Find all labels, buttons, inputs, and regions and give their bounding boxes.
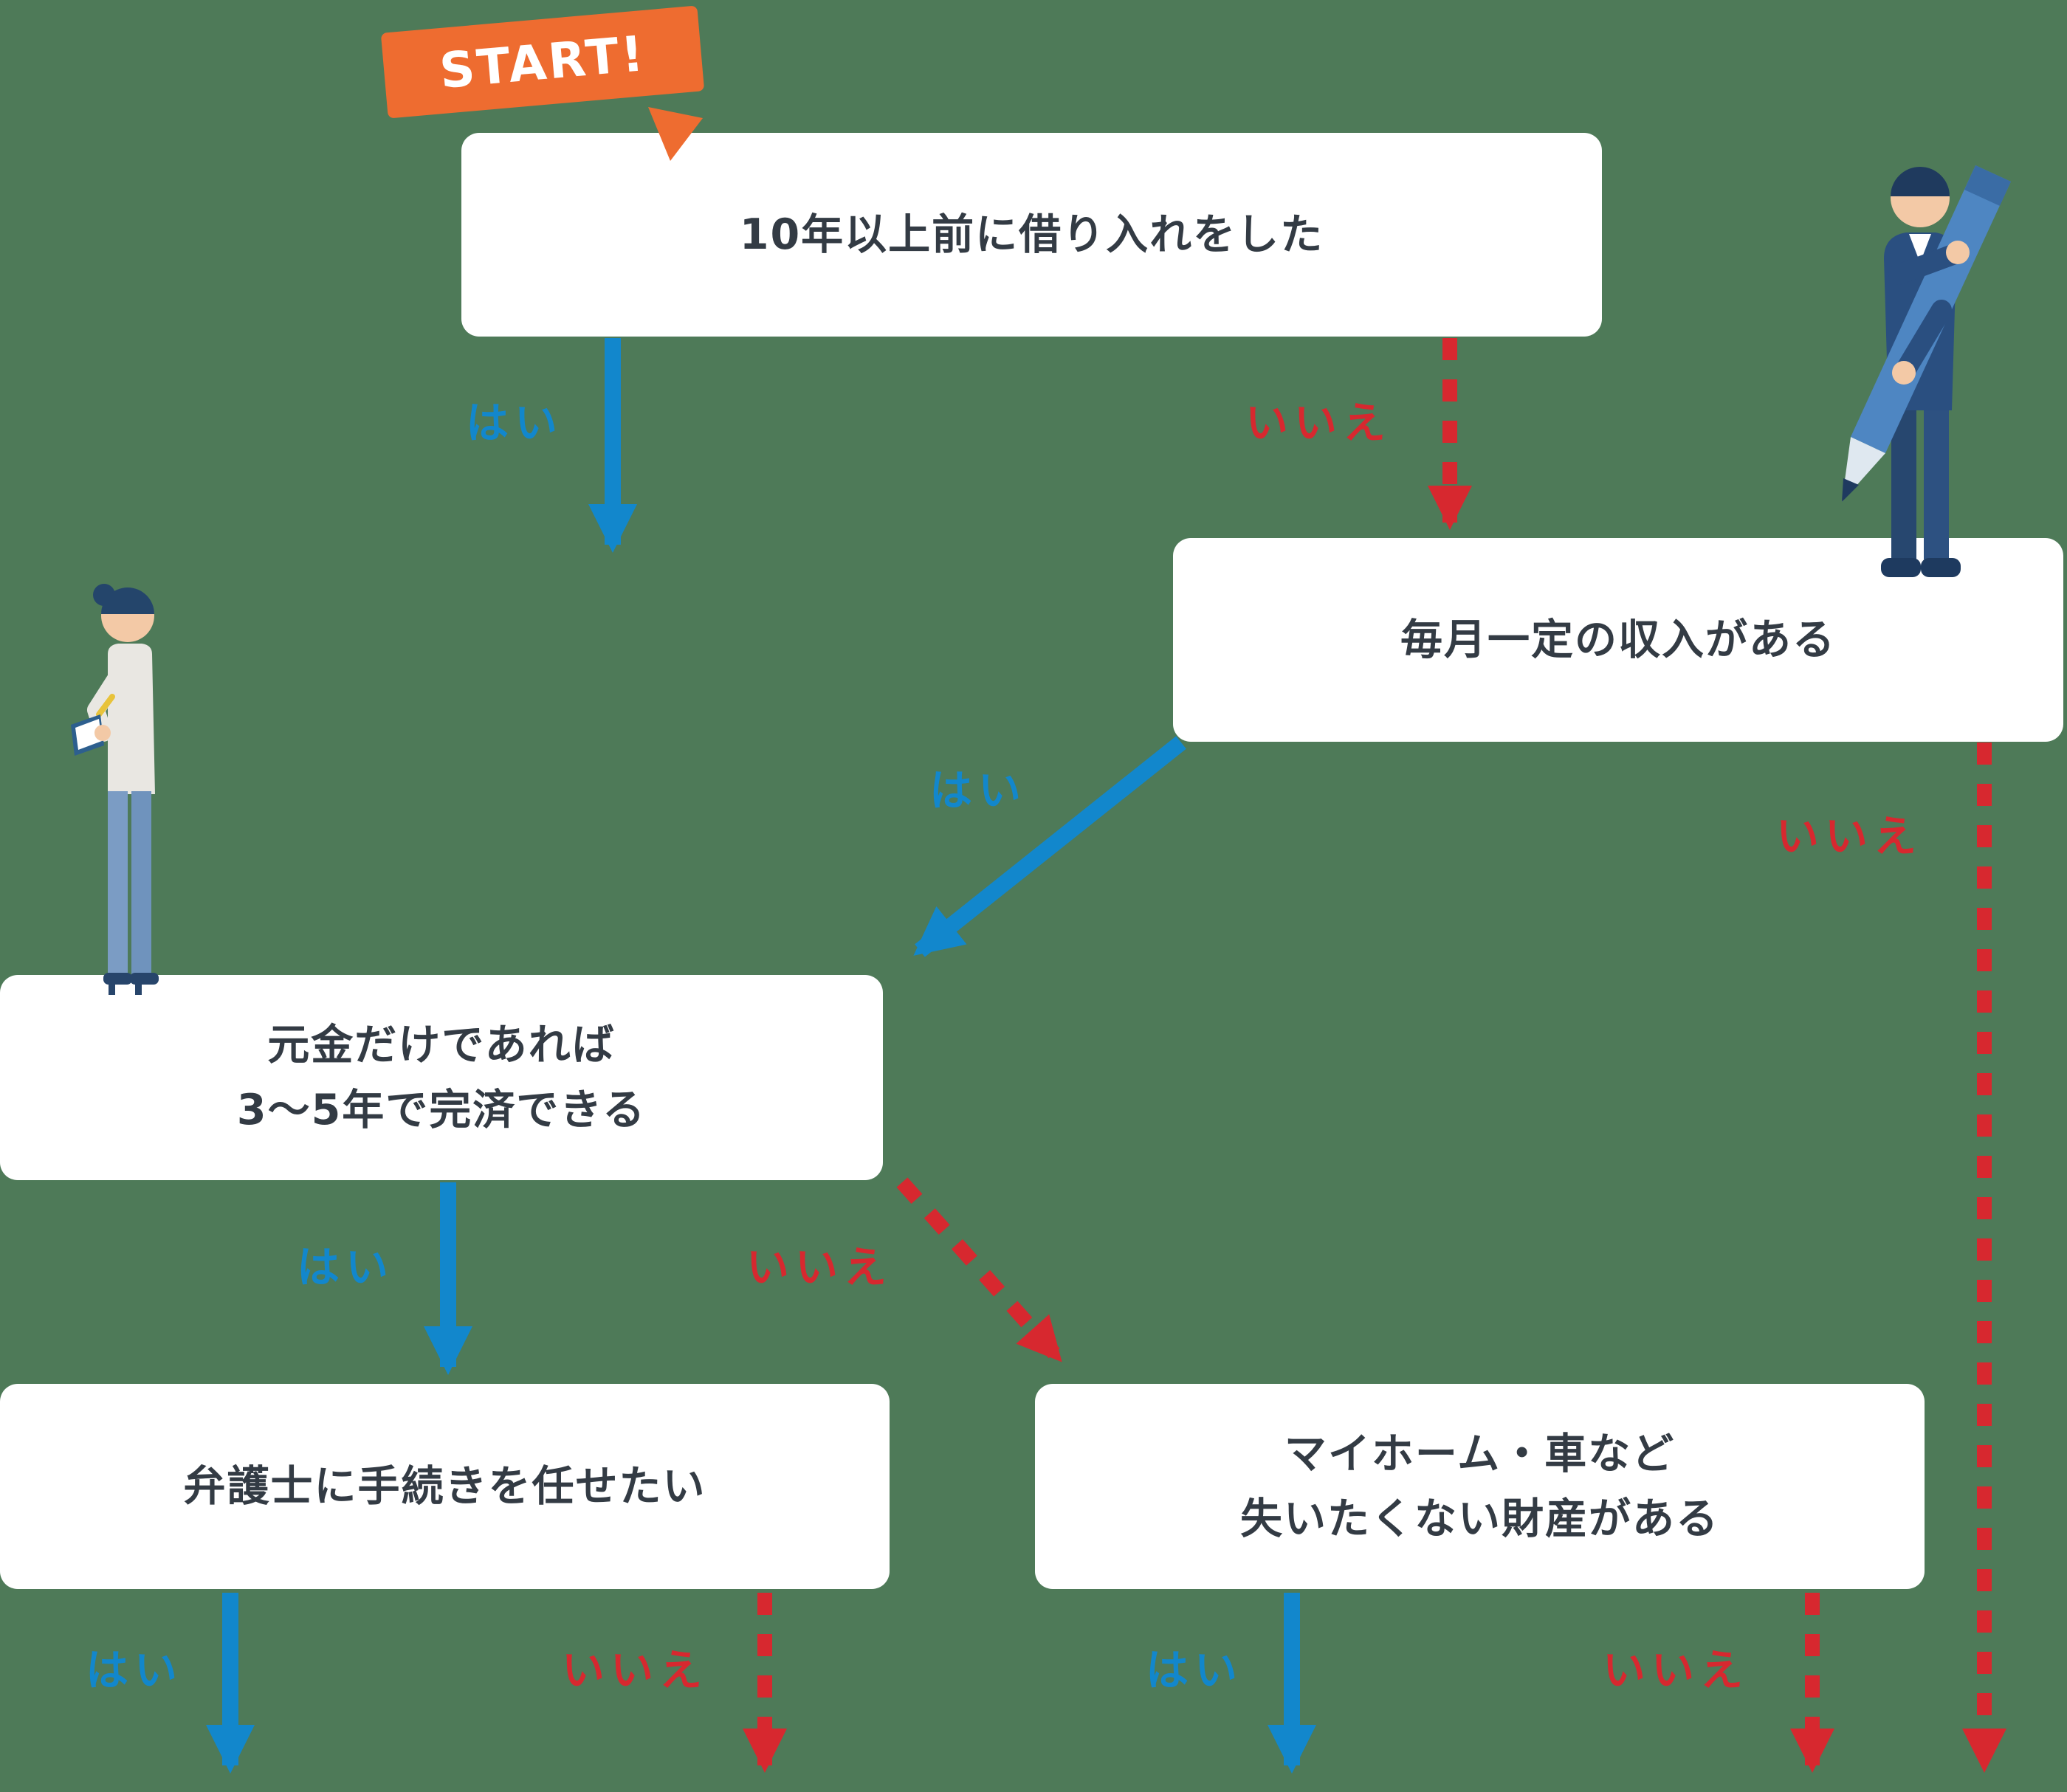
node-borrowed-10-years-ago: 10年以上前に借り入れをした: [461, 133, 1602, 337]
node-steady-monthly-income: 毎月一定の収入がある: [1173, 538, 2063, 742]
node-repay-principal-3-5-years: 元金だけであれば 3〜5年で完済できる: [0, 975, 883, 1180]
node-assets-to-keep: マイホーム・車など 失いたくない財産がある: [1035, 1384, 1925, 1589]
edge-label-q1-no: いいえ: [1245, 398, 1392, 448]
edge-label-q3-yes: はい: [296, 1242, 395, 1292]
edge-label-q4-no: いいえ: [561, 1645, 709, 1695]
node-q3-line2: 3〜5年で完済できる: [236, 1086, 647, 1134]
node-q2-text: 毎月一定の収入がある: [1400, 615, 1836, 664]
node-q3-line1: 元金だけであれば: [267, 1020, 616, 1069]
start-banner: START!: [380, 5, 705, 119]
edge-label-q1-yes: はい: [465, 398, 564, 448]
woman-illustration-icon: [71, 584, 159, 995]
edge-label-q2-no: いいえ: [1775, 811, 1923, 861]
edge-label-q3-no: いいえ: [746, 1242, 893, 1292]
node-q5-line2: 失いたくない財産がある: [1240, 1495, 1719, 1543]
start-banner-label: START!: [437, 24, 648, 100]
edge-label-q4-yes: はい: [85, 1645, 184, 1695]
node-q1-text: 10年以上前に借り入れをした: [739, 210, 1324, 259]
arrow-q3-no-icon: [896, 1177, 1063, 1362]
edge-label-q5-yes: はい: [1145, 1645, 1244, 1695]
node-entrust-lawyer: 弁護士に手続きを任せたい: [0, 1384, 890, 1589]
businessman-illustration-icon: [1842, 165, 2011, 577]
edge-label-q2-yes: はい: [929, 765, 1028, 816]
node-q4-text: 弁護士に手続きを任せたい: [183, 1461, 706, 1511]
node-q5-line1: マイホーム・車など: [1284, 1429, 1676, 1478]
edge-label-q5-no: いいえ: [1602, 1645, 1750, 1695]
